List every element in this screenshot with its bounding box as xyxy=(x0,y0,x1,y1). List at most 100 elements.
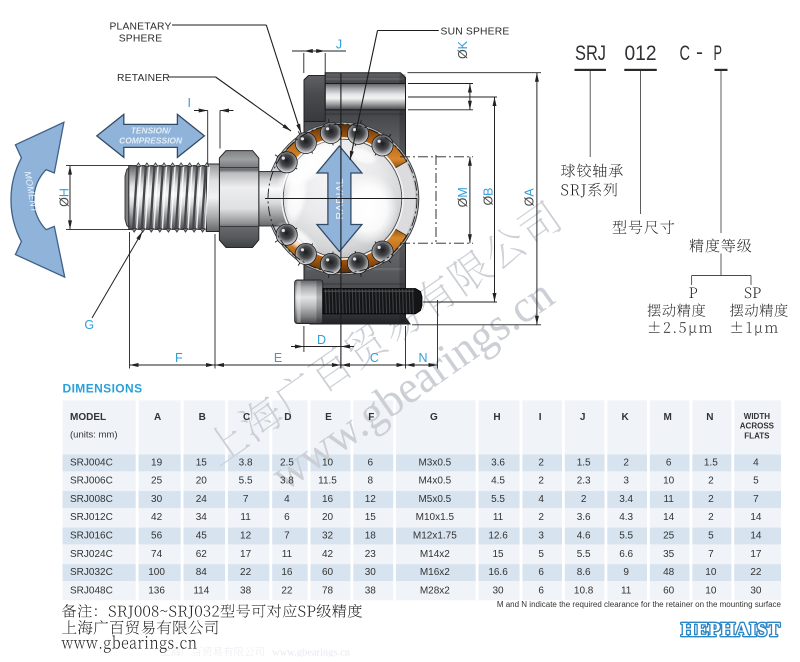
svg-text:7: 7 xyxy=(708,549,714,560)
svg-text:14: 14 xyxy=(750,512,762,523)
svg-text:5.5: 5.5 xyxy=(577,549,591,560)
svg-text:2: 2 xyxy=(708,494,714,505)
svg-text:1.5: 1.5 xyxy=(577,457,591,468)
svg-text:18: 18 xyxy=(365,531,377,542)
svg-text:FLATS: FLATS xyxy=(744,431,770,440)
svg-text:SRJ006C: SRJ006C xyxy=(70,476,113,487)
svg-text:3.8: 3.8 xyxy=(239,457,253,468)
svg-text:M14x2: M14x2 xyxy=(420,549,450,560)
svg-text:B: B xyxy=(199,412,206,423)
svg-text:11: 11 xyxy=(621,585,632,596)
svg-text:14: 14 xyxy=(750,531,762,542)
svg-text:17: 17 xyxy=(750,549,762,560)
svg-text:ØM: ØM xyxy=(456,187,470,207)
svg-text:M10x1.5: M10x1.5 xyxy=(416,512,455,523)
svg-text:11: 11 xyxy=(282,549,293,560)
svg-text:7: 7 xyxy=(753,494,759,505)
svg-text:M3x0.5: M3x0.5 xyxy=(418,457,451,468)
svg-text:M5x0.5: M5x0.5 xyxy=(418,494,451,505)
svg-text:10: 10 xyxy=(705,567,717,578)
svg-text:2: 2 xyxy=(708,512,714,523)
svg-text:3.8: 3.8 xyxy=(280,476,294,487)
svg-text:11: 11 xyxy=(240,512,251,523)
svg-text:15: 15 xyxy=(365,512,377,523)
svg-text:M16x2: M16x2 xyxy=(420,567,450,578)
svg-text:3: 3 xyxy=(623,476,629,487)
svg-text:6: 6 xyxy=(284,512,290,523)
svg-text:SRJ004C: SRJ004C xyxy=(70,457,113,468)
svg-text:10: 10 xyxy=(322,457,334,468)
svg-text:J: J xyxy=(580,412,586,423)
svg-text:23: 23 xyxy=(365,549,377,560)
svg-text:COMPRESSION: COMPRESSION xyxy=(119,135,183,145)
svg-text:38: 38 xyxy=(240,585,252,596)
svg-text:N: N xyxy=(418,351,427,365)
svg-text:3: 3 xyxy=(538,531,544,542)
svg-text:78: 78 xyxy=(322,585,334,596)
svg-text:C: C xyxy=(680,41,691,65)
svg-text:012: 012 xyxy=(625,41,657,65)
svg-text:P: P xyxy=(714,41,723,65)
svg-text:84: 84 xyxy=(196,567,208,578)
svg-text:2: 2 xyxy=(538,457,544,468)
svg-text:17: 17 xyxy=(240,549,252,560)
svg-text:9: 9 xyxy=(623,567,629,578)
svg-text:42: 42 xyxy=(322,549,334,560)
svg-text:5: 5 xyxy=(753,476,759,487)
svg-text:SPHERE: SPHERE xyxy=(119,33,163,44)
svg-text:38: 38 xyxy=(365,585,377,596)
svg-text:2: 2 xyxy=(623,457,629,468)
svg-text:ØH: ØH xyxy=(57,188,71,207)
svg-text:4: 4 xyxy=(284,494,290,505)
svg-text:3.6: 3.6 xyxy=(491,457,505,468)
svg-text:5: 5 xyxy=(538,549,544,560)
svg-text:6.6: 6.6 xyxy=(619,549,633,560)
svg-text:16.6: 16.6 xyxy=(488,567,508,578)
svg-text:2.3: 2.3 xyxy=(577,476,591,487)
svg-text:24: 24 xyxy=(196,494,208,505)
svg-text:F: F xyxy=(368,412,374,423)
svg-text:SRJ024C: SRJ024C xyxy=(70,549,113,560)
svg-text:HEPHAIST: HEPHAIST xyxy=(681,619,781,641)
svg-text:2: 2 xyxy=(538,476,544,487)
svg-text:MODEL: MODEL xyxy=(70,412,106,423)
svg-text:7: 7 xyxy=(284,531,290,542)
svg-text:20: 20 xyxy=(322,512,334,523)
svg-text:2: 2 xyxy=(708,476,714,487)
svg-text:TENSION/: TENSION/ xyxy=(131,126,172,136)
svg-text:22: 22 xyxy=(240,567,252,578)
svg-text:11: 11 xyxy=(493,512,504,523)
svg-text:16: 16 xyxy=(281,567,293,578)
svg-text:6: 6 xyxy=(666,457,672,468)
svg-text:D: D xyxy=(284,412,291,423)
svg-text:4.6: 4.6 xyxy=(577,531,591,542)
svg-text:4: 4 xyxy=(538,494,544,505)
svg-text:I: I xyxy=(188,96,191,110)
svg-text:74: 74 xyxy=(151,549,163,560)
svg-text:35: 35 xyxy=(663,549,675,560)
svg-text:12: 12 xyxy=(240,531,252,542)
svg-text:10.8: 10.8 xyxy=(574,585,594,596)
svg-text:M: M xyxy=(663,412,671,423)
svg-text:M28x2: M28x2 xyxy=(420,585,450,596)
svg-text:22: 22 xyxy=(750,567,762,578)
svg-text:I: I xyxy=(539,412,542,423)
svg-text:45: 45 xyxy=(196,531,208,542)
svg-text:SRJ: SRJ xyxy=(575,41,606,65)
svg-text:DIMENSIONS: DIMENSIONS xyxy=(63,382,143,396)
svg-text:3.6: 3.6 xyxy=(577,512,591,523)
svg-text:22: 22 xyxy=(281,585,293,596)
svg-text:E: E xyxy=(274,351,282,365)
svg-text:2.5: 2.5 xyxy=(280,457,294,468)
svg-text:30: 30 xyxy=(151,494,163,505)
svg-text:30: 30 xyxy=(365,567,377,578)
svg-text:M4x0.5: M4x0.5 xyxy=(418,476,451,487)
svg-text:136: 136 xyxy=(148,585,165,596)
svg-text:19: 19 xyxy=(151,457,163,468)
svg-text:M and N indicate the required: M and N indicate the required clearance … xyxy=(497,600,782,609)
svg-text:20: 20 xyxy=(196,476,208,487)
svg-text:11.5: 11.5 xyxy=(318,476,337,487)
svg-text:34: 34 xyxy=(196,512,208,523)
svg-text:4: 4 xyxy=(753,457,759,468)
svg-text:WIDTH: WIDTH xyxy=(744,412,770,421)
